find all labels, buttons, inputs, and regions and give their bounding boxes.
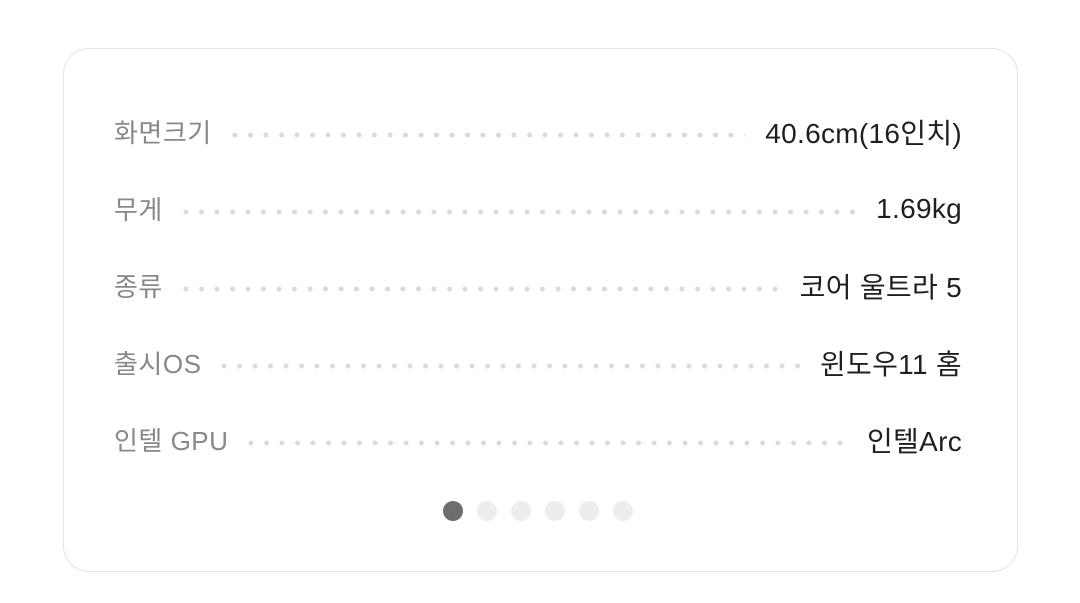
carousel-dot[interactable] <box>579 500 599 521</box>
spec-value: 1.69kg <box>876 192 962 224</box>
spec-row: 종류 코어 울트라 5 <box>114 247 962 324</box>
dotted-leader <box>221 362 800 369</box>
carousel-dot[interactable] <box>511 500 531 521</box>
spec-label: 무게 <box>114 195 163 225</box>
spec-value: 인텔Arc <box>866 425 962 457</box>
dotted-leader <box>231 131 746 138</box>
spec-row: 인텔 GPU 인텔Arc <box>114 401 962 478</box>
spec-value: 40.6cm(16인치) <box>765 117 962 149</box>
spec-list: 화면크기 40.6cm(16인치) 무게 1.69kg 종류 코어 울트라 5 … <box>114 93 962 478</box>
spec-label: 인텔 GPU <box>114 426 229 456</box>
spec-label: 화면크기 <box>114 118 212 148</box>
product-spec-card: 화면크기 40.6cm(16인치) 무게 1.69kg 종류 코어 울트라 5 … <box>63 48 1018 572</box>
spec-value: 윈도우11 홈 <box>820 348 962 380</box>
carousel-dot[interactable] <box>545 500 565 521</box>
dotted-leader <box>182 285 780 292</box>
carousel-dot[interactable] <box>477 500 497 521</box>
spec-label: 종류 <box>114 272 163 302</box>
spec-label: 출시OS <box>114 349 202 379</box>
spec-value: 코어 울트라 5 <box>799 271 962 303</box>
spec-row: 무게 1.69kg <box>114 170 962 247</box>
carousel-dot[interactable] <box>613 500 633 521</box>
dotted-leader <box>248 439 847 446</box>
carousel-dots <box>114 500 962 521</box>
spec-row: 화면크기 40.6cm(16인치) <box>114 93 962 170</box>
carousel-dot-active[interactable] <box>443 500 463 521</box>
spec-row: 출시OS 윈도우11 홈 <box>114 324 962 401</box>
dotted-leader <box>182 208 857 215</box>
